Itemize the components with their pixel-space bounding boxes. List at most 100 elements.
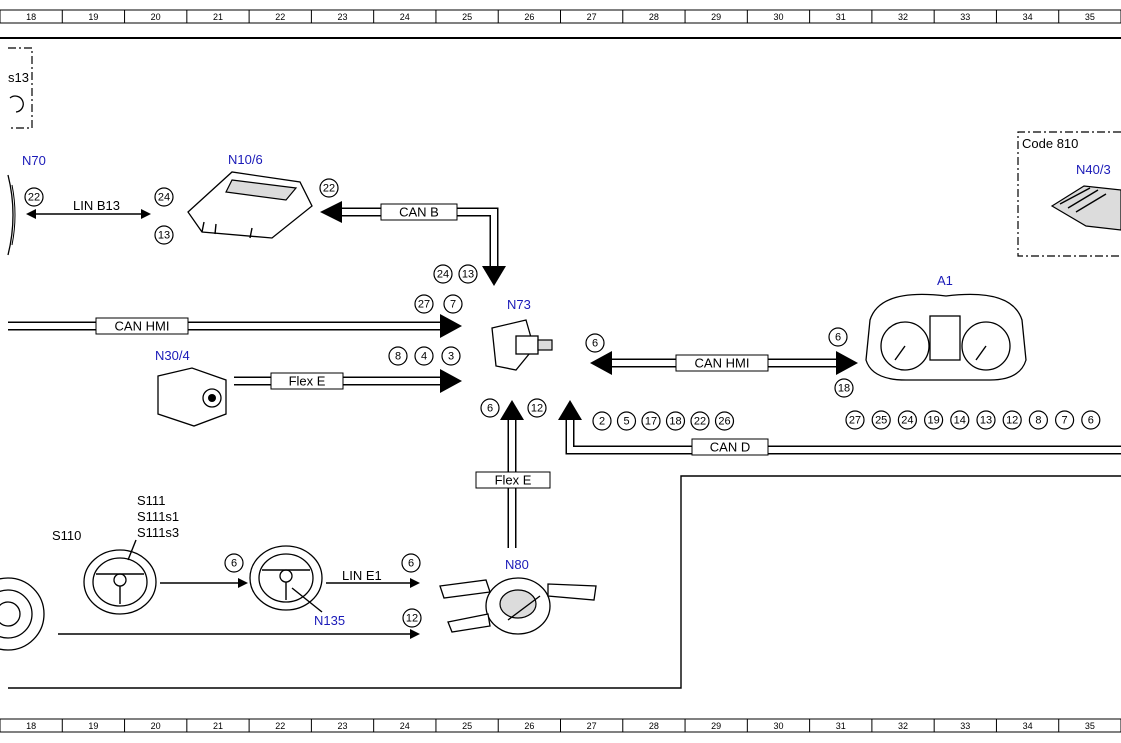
ruler-bottom-col-20: 20 xyxy=(151,721,161,731)
svg-text:6: 6 xyxy=(592,338,598,350)
pin-n80-6: 6 xyxy=(480,398,500,418)
n80-label: N80 xyxy=(505,557,529,572)
svg-text:6: 6 xyxy=(1088,415,1094,427)
can-hmi-right-bus: CAN HMI xyxy=(590,351,858,375)
ruler-top-col-30: 30 xyxy=(773,12,783,22)
pin-cand-right-4: 14 xyxy=(950,410,970,430)
ruler-bottom-col-28: 28 xyxy=(649,721,659,731)
svg-text:13: 13 xyxy=(158,230,170,242)
can-d-label: CAN D xyxy=(710,440,750,455)
ruler-top-col-33: 33 xyxy=(960,12,970,22)
svg-text:22: 22 xyxy=(28,192,40,204)
pin-a1-18: 18 xyxy=(834,378,854,398)
pin-n10-13: 13 xyxy=(154,225,174,245)
lin-b13-label: LIN B13 xyxy=(73,198,120,213)
ruler-bottom-col-31: 31 xyxy=(836,721,846,731)
svg-text:19: 19 xyxy=(927,415,939,427)
ruler-bottom-col-22: 22 xyxy=(275,721,285,731)
ruler-top-col-24: 24 xyxy=(400,12,410,22)
pin-flex-3: 3 xyxy=(441,346,461,366)
pin-n73-in-24: 24 xyxy=(433,264,453,284)
ruler-bottom-col-35: 35 xyxy=(1085,721,1095,731)
pin-cand-right-0: 27 xyxy=(845,410,865,430)
can-hmi-left-label: CAN HMI xyxy=(115,319,170,334)
pin-flex-8: 8 xyxy=(388,346,408,366)
ruler-bottom-col-25: 25 xyxy=(462,721,472,731)
a1-label: A1 xyxy=(937,273,953,288)
phone-icon xyxy=(9,95,24,113)
svg-text:4: 4 xyxy=(421,351,427,363)
pin-cand-left-1: 5 xyxy=(616,411,637,431)
pin-sw-6: 6 xyxy=(224,553,244,573)
svg-text:22: 22 xyxy=(323,183,335,195)
pin-cand-right-2: 24 xyxy=(897,410,918,430)
flex-e-vertical-label: Flex E xyxy=(495,473,532,488)
ruler-bottom-col-26: 26 xyxy=(524,721,534,731)
svg-text:6: 6 xyxy=(835,332,841,344)
pin-cand-left-3: 18 xyxy=(665,411,686,431)
pin-cand-right-9: 6 xyxy=(1081,410,1101,430)
ruler-top-col-32: 32 xyxy=(898,12,908,22)
svg-text:12: 12 xyxy=(531,403,543,415)
svg-text:6: 6 xyxy=(487,403,493,415)
svg-text:8: 8 xyxy=(395,351,401,363)
ruler-top-col-19: 19 xyxy=(88,12,98,22)
svg-text:24: 24 xyxy=(901,415,913,427)
code-810-label: Code 810 xyxy=(1022,136,1078,151)
pin-hmi-r-6: 6 xyxy=(585,333,605,353)
pin-cand-left-4: 22 xyxy=(690,411,710,431)
flex-e-vertical-bus: Flex E xyxy=(475,400,551,548)
n70-label: N70 xyxy=(22,153,46,168)
ruler-bottom-col-18: 18 xyxy=(26,721,36,731)
ruler-bottom-col-27: 27 xyxy=(587,721,597,731)
ruler-bottom-col-24: 24 xyxy=(400,721,410,731)
n80-steering-column-module xyxy=(439,577,597,635)
pin-n73-in-13: 13 xyxy=(458,264,478,284)
frame-partial-left xyxy=(8,47,33,129)
s111-label: S111 xyxy=(137,493,165,508)
can-b-label: CAN B xyxy=(399,205,439,220)
can-d-bus: CAN D xyxy=(558,400,1121,456)
n10-6-module xyxy=(187,171,313,239)
ruler-top-col-28: 28 xyxy=(649,12,659,22)
s110-steering-wheel xyxy=(83,549,157,615)
pin-line-e1-6: 6 xyxy=(401,553,421,573)
svg-text:24: 24 xyxy=(158,192,170,204)
pin-cand-left-2: 17 xyxy=(641,411,661,431)
pin-cand-right-1: 25 xyxy=(871,410,891,430)
pin-n80-12: 12 xyxy=(527,398,547,418)
can-hmi-left-bus: CAN HMI xyxy=(8,314,462,338)
lin-e1-label: LIN E1 xyxy=(342,568,382,583)
pin-cand-left-0: 2 xyxy=(592,411,612,431)
svg-text:8: 8 xyxy=(1035,415,1041,427)
ruler-top-col-27: 27 xyxy=(587,12,597,22)
n73-ignition-switch xyxy=(491,319,553,371)
svg-text:18: 18 xyxy=(669,416,681,428)
ruler-top-col-34: 34 xyxy=(1023,12,1033,22)
ruler-bottom-col-32: 32 xyxy=(898,721,908,731)
svg-text:7: 7 xyxy=(450,299,456,311)
s111s3-label: S111s3 xyxy=(137,525,179,540)
pin-cand-right-7: 8 xyxy=(1028,410,1049,430)
ruler-top-col-31: 31 xyxy=(836,12,846,22)
code-810-frame xyxy=(1017,131,1121,257)
svg-text:13: 13 xyxy=(980,415,992,427)
ruler-bottom-col-33: 33 xyxy=(960,721,970,731)
svg-text:25: 25 xyxy=(875,415,887,427)
svg-text:14: 14 xyxy=(954,415,966,427)
svg-text:24: 24 xyxy=(437,269,449,281)
svg-text:3: 3 xyxy=(448,351,454,363)
s111s1-label: S111s1 xyxy=(137,509,179,524)
svg-text:7: 7 xyxy=(1062,415,1068,427)
pin-cand-right-3: 19 xyxy=(923,410,944,430)
pin-n10-22: 22 xyxy=(319,178,339,198)
s111-steering-wheel xyxy=(249,545,323,611)
svg-text:2: 2 xyxy=(599,416,605,428)
pin-flex-4: 4 xyxy=(414,346,434,366)
frame-line xyxy=(8,475,1121,689)
n70-device-edge xyxy=(7,174,14,256)
svg-text:13: 13 xyxy=(462,269,474,281)
